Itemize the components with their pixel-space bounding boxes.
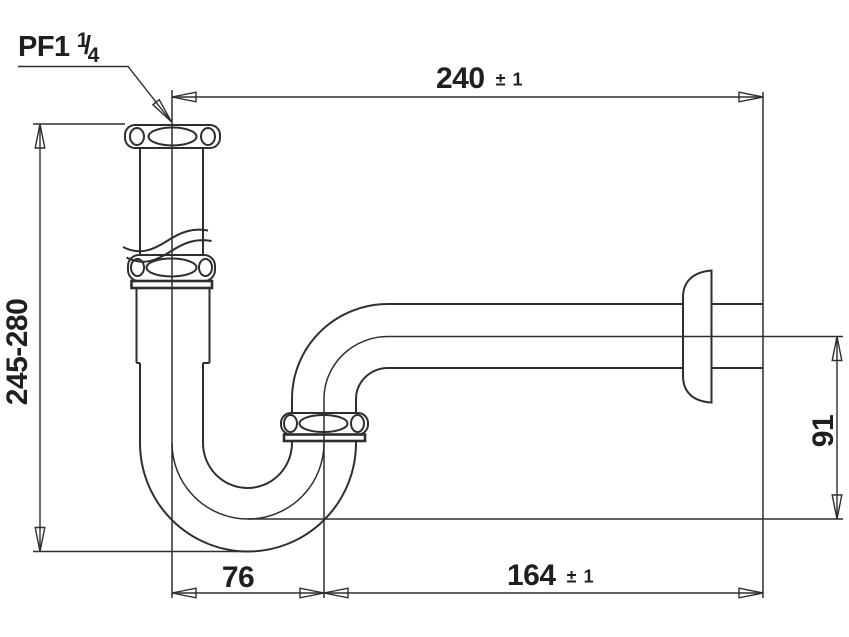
centerlines <box>171 90 843 598</box>
pipe-break <box>122 228 212 263</box>
arrowhead-right-end <box>738 587 764 599</box>
break-wave-upper <box>122 228 209 253</box>
dim-right-text: 91 <box>807 415 840 447</box>
inlet-tube-upper <box>139 148 204 255</box>
arrowhead-left <box>171 91 197 103</box>
elbow-inner-arc <box>355 367 389 400</box>
dim-bottom: 76 164± 1 <box>171 559 764 599</box>
dim-bottom-inner-text: 76 <box>222 561 254 594</box>
middle-nut-left-lug <box>130 258 145 277</box>
break-wave-lower <box>126 239 212 263</box>
dim-top-width: 240± 1 <box>171 62 764 103</box>
trap-centerline-arc <box>171 442 325 520</box>
arrowhead-up <box>34 123 46 149</box>
arrowhead-down <box>831 494 843 520</box>
dim-left-text: 245-280 <box>1 299 34 406</box>
u-bend-inner-arc <box>202 442 293 489</box>
arrowhead-up <box>831 336 843 362</box>
dim-left-height: 245-280 <box>1 123 252 553</box>
arrowhead-right <box>738 91 764 103</box>
leader-arrowhead <box>151 98 173 123</box>
outlet-elbow <box>291 303 389 400</box>
inlet-sleeve-and-step <box>135 288 211 444</box>
dim-top-text: 240± 1 <box>436 62 523 95</box>
top-nut-left-lug <box>129 127 145 146</box>
arrowhead-mid-left <box>323 587 349 599</box>
dim-bottom-outer-text: 164± 1 <box>507 559 594 592</box>
dim-right-depth: 91 <box>807 336 843 520</box>
inlet-pipe <box>135 148 211 444</box>
top-nut-right-lug <box>200 127 216 146</box>
leader-line <box>18 65 172 121</box>
arrowhead-down <box>34 526 46 552</box>
arrowhead-left-end <box>171 587 197 599</box>
middle-nut-right-lug <box>198 258 213 277</box>
outlet-nut-left-lug <box>283 414 298 433</box>
outlet-nut-right-lug <box>350 414 365 433</box>
arrowhead-mid-right <box>299 587 325 599</box>
elbow-outer-arc <box>291 303 389 400</box>
outlet-centerline <box>323 335 843 598</box>
